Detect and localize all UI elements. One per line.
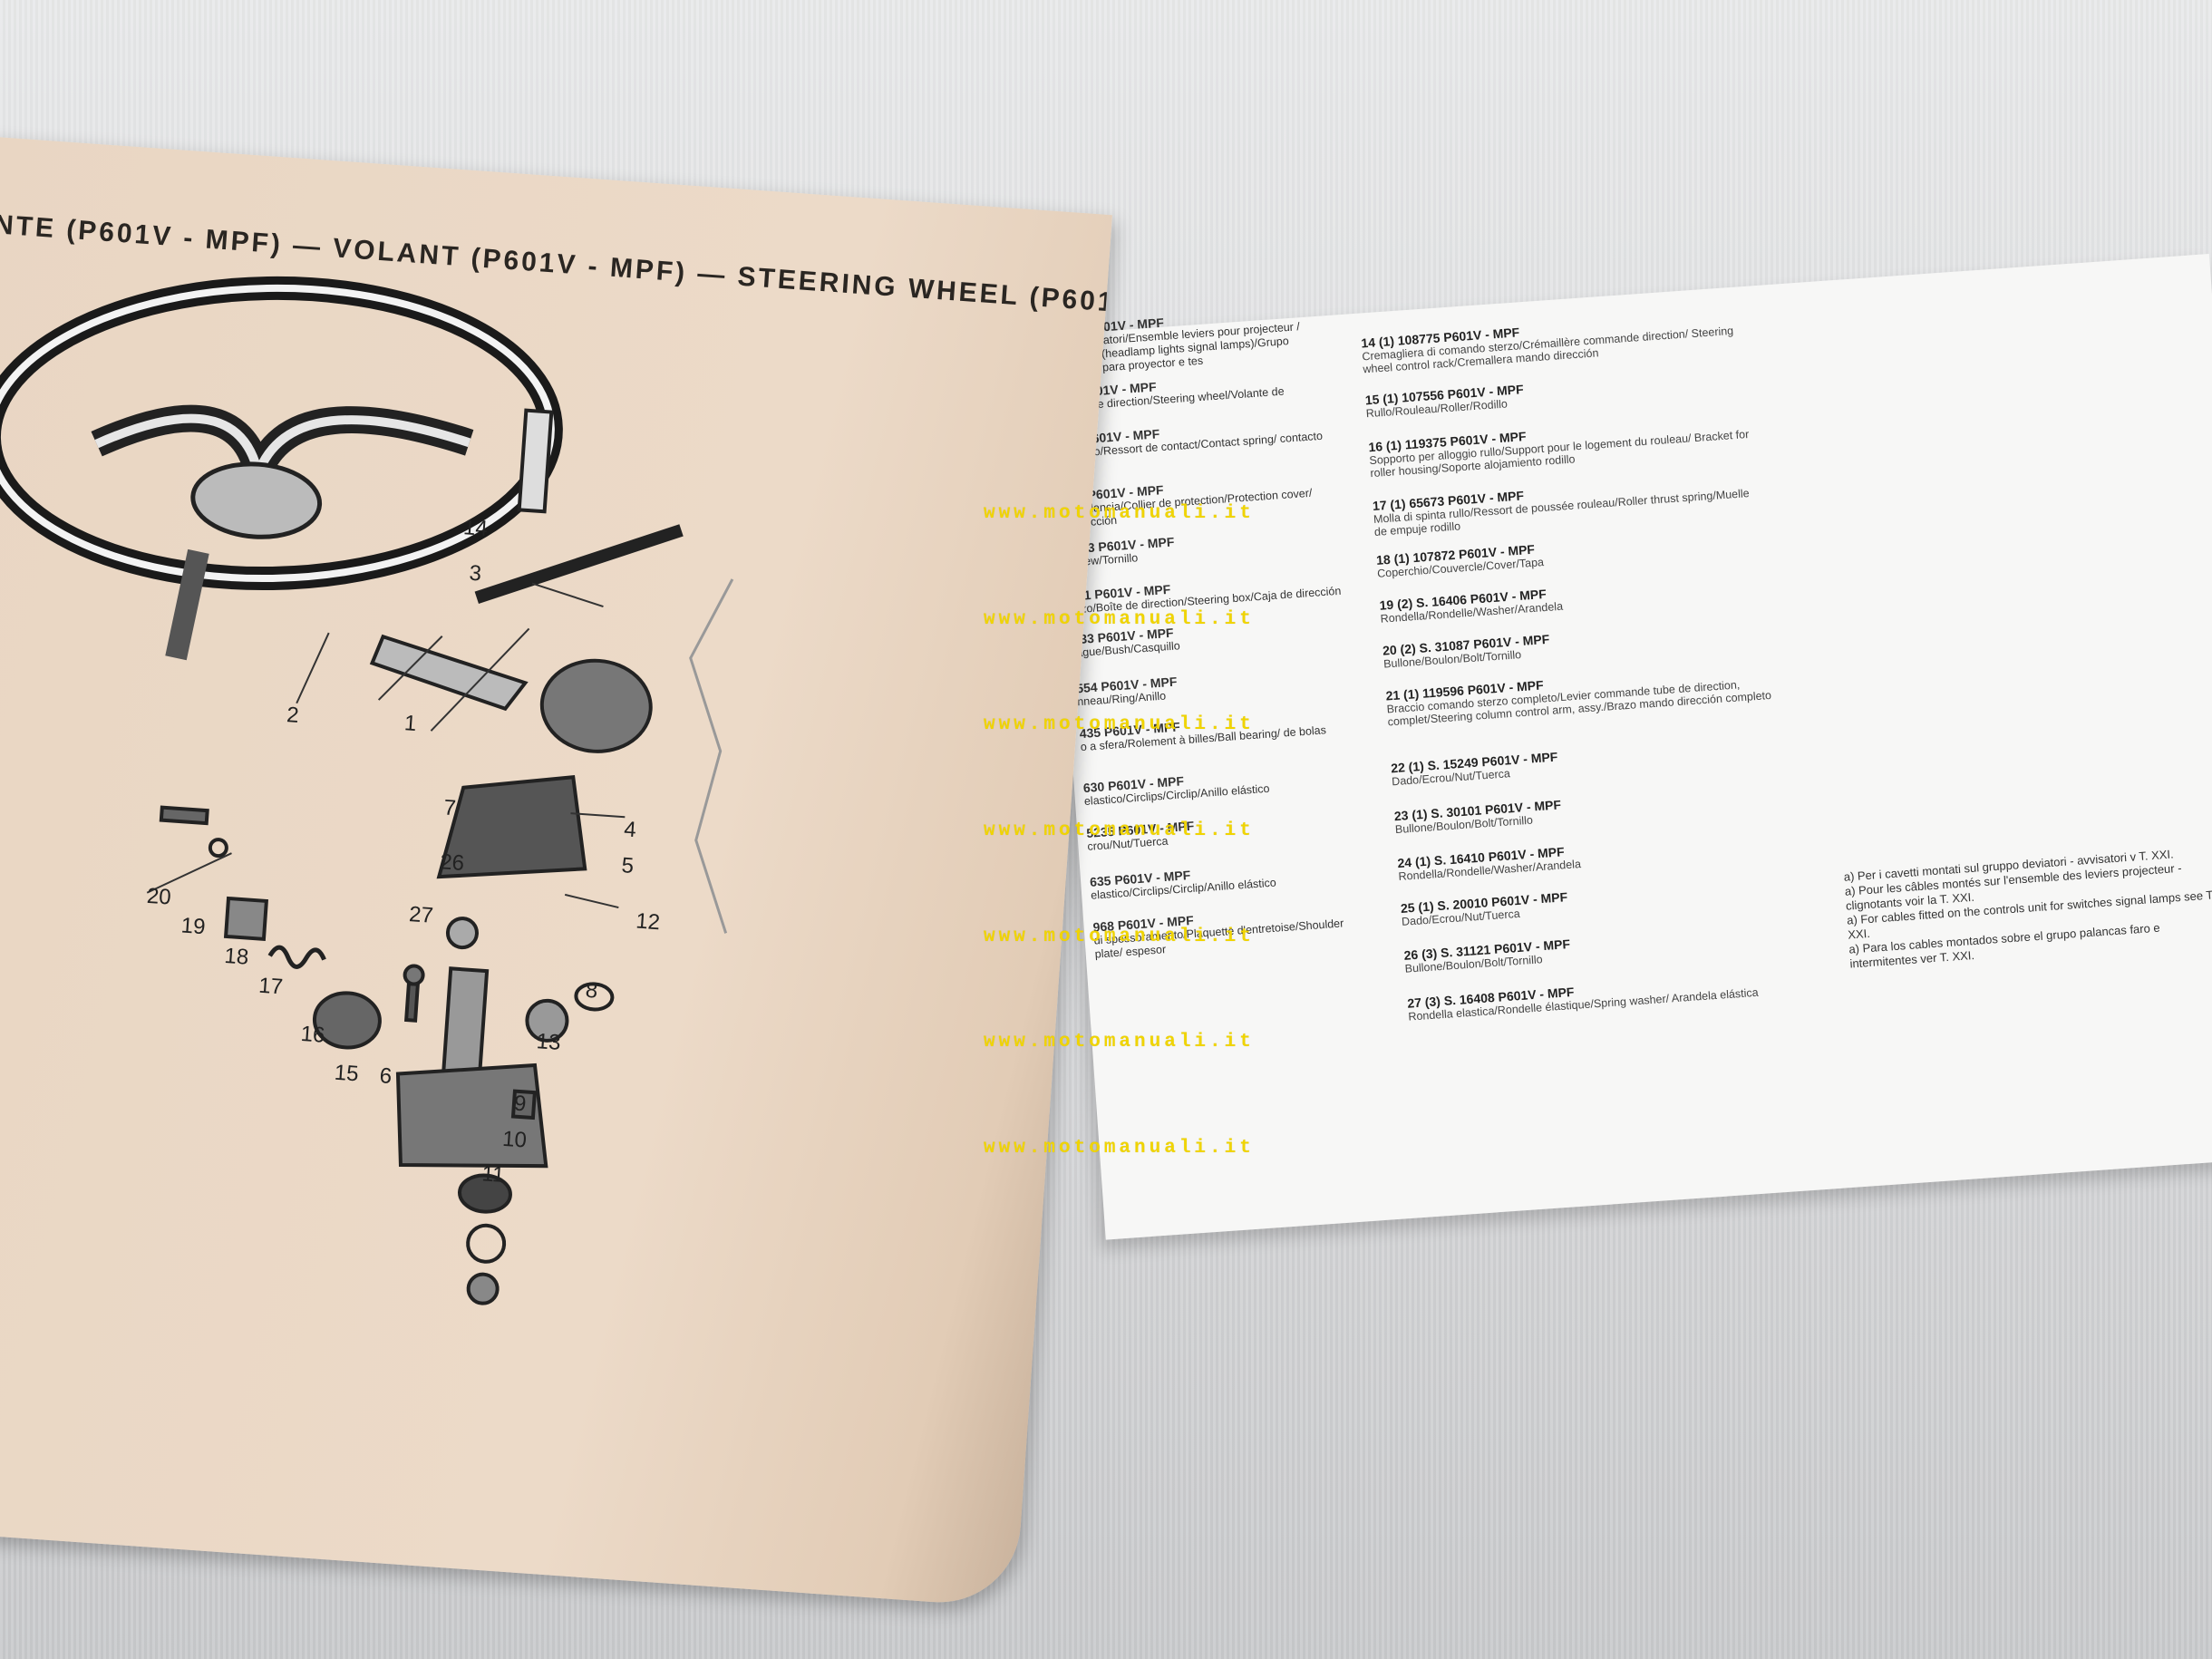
callout-10: 10 [501, 1126, 528, 1153]
callout-16: 16 [299, 1021, 326, 1048]
watermark: www.motomanuali.it [984, 503, 1255, 524]
callout-9: 9 [513, 1091, 528, 1117]
callout-12: 12 [635, 908, 661, 936]
steering-wheel-drawing [0, 276, 563, 661]
watermark: www.motomanuali.it [984, 1032, 1255, 1053]
callout-27: 27 [408, 901, 434, 928]
callout-1: 1 [403, 711, 418, 736]
callout-leader-lines [146, 582, 626, 909]
callout-6: 6 [378, 1063, 393, 1090]
callout-8: 8 [584, 977, 599, 1004]
callout-20: 20 [146, 883, 172, 910]
callout-4: 4 [623, 817, 637, 843]
exploded-parts-diagram [0, 276, 734, 1305]
watermark: www.motomanuali.it [984, 927, 1255, 947]
callout-19: 19 [179, 913, 207, 940]
left-page: NTE (P601V - MPF) — VOLANT (P601V - MPF)… [0, 136, 1112, 1608]
column-parts-drawing [159, 408, 734, 1305]
watermark: www.motomanuali.it [984, 714, 1255, 735]
callout-13: 13 [535, 1029, 562, 1055]
callout-18: 18 [223, 943, 250, 970]
callout-5: 5 [620, 853, 635, 879]
callout-11: 11 [480, 1161, 506, 1188]
callout-3: 3 [468, 560, 482, 587]
footnotes: a) Per i cavetti montati sul gruppo devi… [1843, 844, 2212, 972]
callout-14: 14 [462, 515, 489, 541]
watermark: www.motomanuali.it [984, 1138, 1255, 1159]
callout-17: 17 [257, 973, 284, 1000]
callout-7: 7 [442, 795, 457, 821]
watermark: www.motomanuali.it [984, 820, 1255, 841]
callout-2: 2 [286, 703, 300, 728]
callout-15: 15 [333, 1060, 360, 1087]
callout-26: 26 [439, 849, 465, 877]
watermark: www.motomanuali.it [984, 609, 1255, 630]
